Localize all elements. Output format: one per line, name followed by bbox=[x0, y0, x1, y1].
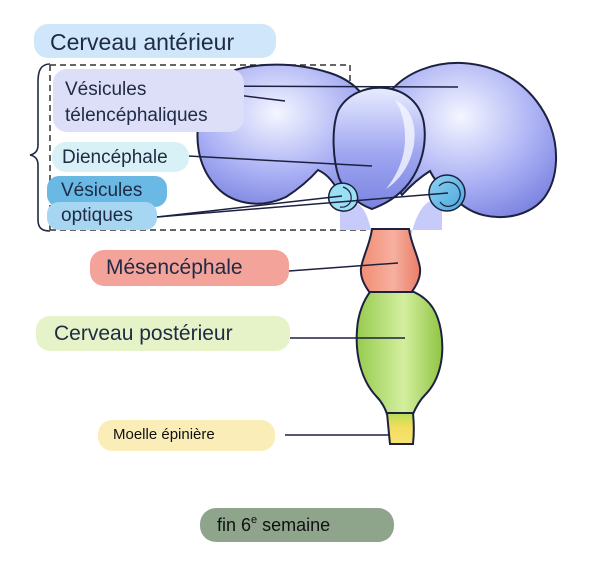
hindbrain-region bbox=[355, 291, 444, 415]
pointer-optic-right bbox=[156, 192, 449, 218]
left-optic-vesicle-inner-line bbox=[339, 186, 352, 208]
diencephalon-core bbox=[332, 86, 426, 211]
stage-caption-suffix: semaine bbox=[257, 515, 331, 535]
midbrain-region bbox=[359, 228, 422, 294]
optic-vesicles-label-bottom-text: optiques bbox=[61, 205, 133, 226]
right-optic-vesicle-inner-line bbox=[438, 181, 461, 207]
spinal-cord-region bbox=[385, 412, 415, 445]
stage-caption: fin 6e semaine bbox=[200, 508, 394, 542]
central-highlight bbox=[386, 100, 415, 189]
telencephalic-vesicles-label-line-1: Vésicules bbox=[65, 79, 147, 100]
forebrain-label-text: Cerveau antérieur bbox=[50, 29, 235, 55]
pointer-midbrain bbox=[288, 262, 399, 272]
left-optic-vesicle bbox=[327, 182, 359, 212]
midbrain-label-text: Mésencéphale bbox=[106, 256, 243, 279]
diencephalon-label: Diencéphale bbox=[52, 142, 189, 172]
diencephalon-label-text: Diencéphale bbox=[62, 147, 168, 168]
telencephalic-vesicles-label-line-2: télencéphaliques bbox=[65, 105, 208, 126]
forebrain-label: Cerveau antérieur bbox=[34, 24, 276, 58]
stage-caption-prefix: fin 6 bbox=[217, 515, 252, 535]
optic-vesicles-label-top: Vésicules bbox=[47, 176, 167, 207]
pointer-diencephalon bbox=[187, 155, 373, 167]
optic-vesicles-label-bottom: optiques bbox=[47, 202, 157, 230]
pointer-optic-left bbox=[156, 195, 343, 218]
forebrain-brace bbox=[29, 63, 51, 232]
spinal-cord-label-text: Moelle épinière bbox=[113, 426, 215, 443]
telencephalic-vesicles-label: Vésicules télencéphaliques bbox=[53, 69, 244, 132]
spinal-cord-label: Moelle épinière bbox=[98, 420, 275, 451]
bracket-guide bbox=[49, 64, 366, 231]
midbrain-label: Mésencéphale bbox=[90, 250, 289, 286]
hindbrain-label: Cerveau postérieur bbox=[36, 316, 290, 351]
stage-caption-superscript: e bbox=[251, 514, 258, 526]
hindbrain-label-text: Cerveau postérieur bbox=[54, 322, 233, 345]
optic-vesicles-label-top-text: Vésicules bbox=[61, 180, 143, 201]
